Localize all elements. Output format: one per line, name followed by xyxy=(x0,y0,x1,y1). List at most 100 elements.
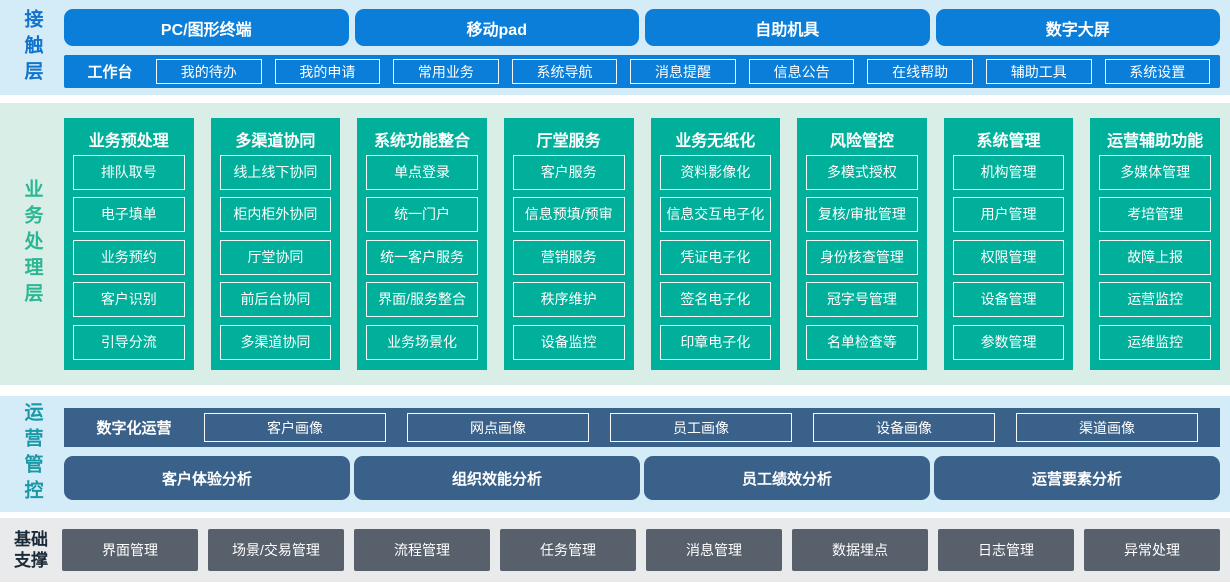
column-item: 统一门户 xyxy=(366,197,478,232)
column-item: 机构管理 xyxy=(952,154,1065,190)
business-column: 业务无纸化资料影像化信息交互电子化凭证电子化签名电子化印章电子化 xyxy=(650,118,781,370)
analysis-box: 客户体验分析 xyxy=(64,456,350,500)
column-item: 秩序维护 xyxy=(512,282,625,317)
foundation-layer-label: 基础支撑 xyxy=(14,529,48,570)
column-title: 多渠道协同 xyxy=(235,133,316,150)
column-item: 资料影像化 xyxy=(659,154,772,190)
column-item: 信息预填/预审 xyxy=(512,197,625,232)
digital-ops-item: 网点画像 xyxy=(407,413,589,442)
column-item: 单点登录 xyxy=(366,154,478,190)
column-item: 信息交互电子化 xyxy=(659,197,772,232)
column-item: 权限管理 xyxy=(952,239,1065,275)
workbench-bar: 工作台 我的待办我的申请常用业务系统导航消息提醒信息公告在线帮助辅助工具系统设置 xyxy=(64,55,1220,88)
analysis-box: 组织效能分析 xyxy=(354,456,640,500)
foundation-item: 日志管理 xyxy=(938,529,1074,571)
workbench-item: 常用业务 xyxy=(393,59,499,84)
column-item: 客户识别 xyxy=(73,282,185,317)
business-layer-label: 业务处理层 xyxy=(21,179,43,309)
foundation-item: 任务管理 xyxy=(500,529,636,571)
analysis-box: 运营要素分析 xyxy=(934,456,1220,500)
digital-ops-bar: 数字化运营 客户画像网点画像员工画像设备画像渠道画像 xyxy=(64,408,1220,447)
workbench-item: 信息公告 xyxy=(748,59,855,84)
digital-ops-label: 数字化运营 xyxy=(96,420,172,437)
column-item: 故障上报 xyxy=(1099,239,1211,275)
business-column: 厅堂服务客户服务信息预填/预审营销服务秩序维护设备监控 xyxy=(503,118,634,370)
device-button: 数字大屏 xyxy=(935,9,1220,46)
column-items: 多模式授权复核/审批管理身份核查管理冠字号管理名单检查等 xyxy=(806,154,918,360)
column-item: 凭证电子化 xyxy=(659,239,772,275)
column-items: 线上线下协同柜内柜外协同厅堂协同前后台协同多渠道协同 xyxy=(219,154,332,360)
column-items: 多媒体管理考培管理故障上报运营监控运维监控 xyxy=(1099,154,1211,360)
column-item: 业务场景化 xyxy=(366,324,478,360)
foundation-item: 界面管理 xyxy=(62,529,198,571)
digital-ops-items: 客户画像网点画像员工画像设备画像渠道画像 xyxy=(204,413,1198,442)
column-title: 业务无纸化 xyxy=(675,133,756,150)
digital-ops-item: 渠道画像 xyxy=(1016,413,1198,442)
business-column: 多渠道协同线上线下协同柜内柜外协同厅堂协同前后台协同多渠道协同 xyxy=(210,118,341,370)
column-item: 考培管理 xyxy=(1099,197,1211,232)
column-item: 柜内柜外协同 xyxy=(219,197,332,232)
column-item: 多媒体管理 xyxy=(1099,154,1211,190)
column-item: 运维监控 xyxy=(1099,324,1211,360)
column-item: 引导分流 xyxy=(73,324,185,360)
column-item: 印章电子化 xyxy=(659,324,772,360)
column-item: 名单检查等 xyxy=(806,324,918,360)
column-item: 参数管理 xyxy=(952,324,1065,360)
column-item: 排队取号 xyxy=(73,154,185,190)
workbench-label: 工作台 xyxy=(87,64,133,81)
column-title: 业务预处理 xyxy=(88,133,169,150)
foundation-item: 数据埋点 xyxy=(792,529,928,571)
column-item: 界面/服务整合 xyxy=(366,282,478,317)
column-item: 多渠道协同 xyxy=(219,324,332,360)
operations-layer-label: 运营管控 xyxy=(21,402,43,506)
operations-layer-section: 运营管控 数字化运营 客户画像网点画像员工画像设备画像渠道画像 客户体验分析组织… xyxy=(0,396,1230,512)
digital-ops-item: 设备画像 xyxy=(813,413,995,442)
column-items: 客户服务信息预填/预审营销服务秩序维护设备监控 xyxy=(512,154,625,360)
column-item: 设备监控 xyxy=(512,324,625,360)
foundation-item: 场景/交易管理 xyxy=(208,529,344,571)
foundation-item: 异常处理 xyxy=(1084,529,1220,571)
business-column: 风险管控多模式授权复核/审批管理身份核查管理冠字号管理名单检查等 xyxy=(797,118,927,370)
device-button: 自助机具 xyxy=(645,9,930,46)
column-item: 客户服务 xyxy=(512,154,625,190)
digital-ops-item: 客户画像 xyxy=(204,413,386,442)
column-item: 冠字号管理 xyxy=(806,282,918,317)
column-item: 复核/审批管理 xyxy=(806,197,918,232)
column-title: 运营辅助功能 xyxy=(1107,133,1204,150)
column-title: 风险管控 xyxy=(829,133,894,150)
column-items: 资料影像化信息交互电子化凭证电子化签名电子化印章电子化 xyxy=(659,154,772,360)
operations-layer-label-wrap: 运营管控 xyxy=(0,396,64,512)
column-items: 机构管理用户管理权限管理设备管理参数管理 xyxy=(952,154,1065,360)
workbench-item: 系统导航 xyxy=(511,59,618,84)
column-item: 运营监控 xyxy=(1099,282,1211,317)
column-title: 系统功能整合 xyxy=(374,133,471,150)
business-column: 系统功能整合单点登录统一门户统一客户服务界面/服务整合业务场景化 xyxy=(357,118,487,370)
workbench-item: 我的申请 xyxy=(274,59,381,84)
digital-ops-item: 员工画像 xyxy=(610,413,792,442)
business-layer-section: 业务处理层 业务预处理排队取号电子填单业务预约客户识别引导分流多渠道协同线上线下… xyxy=(0,103,1230,385)
operations-layer-content: 数字化运营 客户画像网点画像员工画像设备画像渠道画像 客户体验分析组织效能分析员… xyxy=(64,396,1230,512)
column-item: 统一客户服务 xyxy=(366,239,478,275)
analysis-row: 客户体验分析组织效能分析员工绩效分析运营要素分析 xyxy=(64,456,1220,500)
contact-layer-label: 接触层 xyxy=(21,8,43,87)
column-item: 厅堂协同 xyxy=(219,239,332,275)
business-columns: 业务预处理排队取号电子填单业务预约客户识别引导分流多渠道协同线上线下协同柜内柜外… xyxy=(64,103,1230,385)
workbench-item: 在线帮助 xyxy=(867,59,973,84)
contact-layer-label-wrap: 接触层 xyxy=(0,0,64,95)
column-item: 营销服务 xyxy=(512,239,625,275)
business-layer-label-wrap: 业务处理层 xyxy=(0,103,64,385)
column-title: 系统管理 xyxy=(976,133,1041,150)
column-item: 用户管理 xyxy=(952,197,1065,232)
business-column: 业务预处理排队取号电子填单业务预约客户识别引导分流 xyxy=(64,118,194,370)
column-item: 设备管理 xyxy=(952,282,1065,317)
foundation-item: 消息管理 xyxy=(646,529,782,571)
column-item: 签名电子化 xyxy=(659,282,772,317)
column-item: 身份核查管理 xyxy=(806,239,918,275)
column-item: 业务预约 xyxy=(73,239,185,275)
column-item: 多模式授权 xyxy=(806,154,918,190)
foundation-item: 流程管理 xyxy=(354,529,490,571)
column-item: 前后台协同 xyxy=(219,282,332,317)
